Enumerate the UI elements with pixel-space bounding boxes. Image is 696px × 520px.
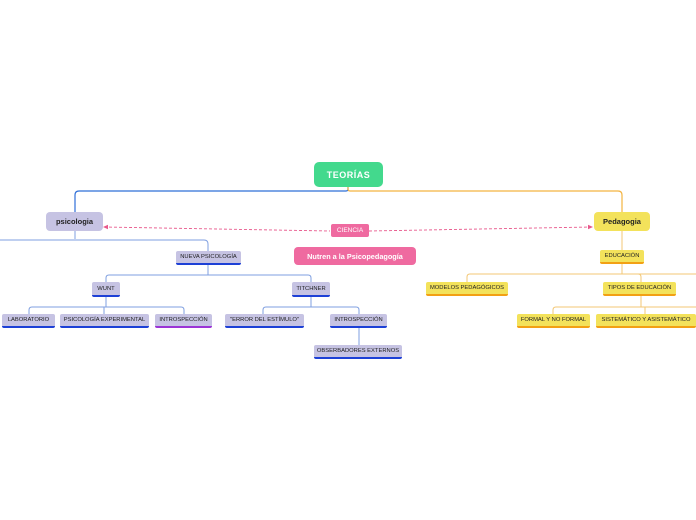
node-pedagogia[interactable]: Pedagogia (594, 212, 650, 231)
node-educacion[interactable]: EDUCACIÓN (600, 250, 644, 264)
root-label: TEORÍAS (326, 169, 371, 180)
node-introspeccion-titchner[interactable]: INTROSPECCIÓN (330, 314, 387, 328)
node-titchner[interactable]: TITCHNER (292, 282, 330, 297)
node-pedagogia-label: Pedagogia (603, 217, 641, 226)
node-nueva-psicologia-label: NUEVA PSICOLOGÍA (180, 254, 237, 260)
node-psicologia-experimental-label: PSICOLOGÍA EXPERIMENTAL (63, 317, 146, 323)
node-laboratorio[interactable]: LABORATORIO (2, 314, 55, 328)
node-observadores-externos-label: OBSERBADORES EXTERNOS (316, 348, 400, 354)
link-root-psicologia (74, 187, 349, 212)
node-tipos-de-educacion[interactable]: TIPOS DE EDUCACIÓN (603, 282, 676, 296)
node-observadores-externos[interactable]: OBSERBADORES EXTERNOS (314, 345, 402, 359)
link-wunt-children (28, 297, 185, 314)
node-tipos-de-educacion-label: TIPOS DE EDUCACIÓN (607, 285, 672, 291)
link-titchner-children (262, 297, 360, 314)
node-psicologia[interactable]: psicologia (46, 212, 103, 231)
node-error-del-estimulo[interactable]: "ERROR DEL ESTÍMULO" (225, 314, 304, 328)
node-formal-y-no-formal[interactable]: FORMAL Y NO FORMAL (517, 314, 590, 328)
floating-topic-label: Nutren a la Psicopedagogía (307, 251, 403, 261)
node-titchner-label: TITCHNER (296, 285, 326, 292)
node-educacion-label: EDUCACIÓN (604, 253, 640, 259)
link-tipos-children (552, 296, 696, 314)
node-sistematico-y-asistematico-label: SISTEMÁTICO Y ASISTEMÁTICO (601, 317, 691, 323)
relationship-arrow-right (588, 224, 593, 230)
node-wunt[interactable]: WUNT (92, 282, 120, 297)
node-psicologia-label: psicologia (55, 217, 94, 226)
node-modelos-pedagogicos-label: MODELOS PEDAGÓGICOS (429, 285, 505, 291)
root-node-teorias[interactable]: TEORÍAS (314, 162, 383, 187)
node-error-del-estimulo-label: "ERROR DEL ESTÍMULO" (230, 317, 299, 323)
link-psicologia-children (0, 230, 209, 251)
link-nueva-split (105, 265, 312, 282)
node-sistematico-y-asistematico[interactable]: SISTEMÁTICO Y ASISTEMÁTICO (596, 314, 696, 328)
node-modelos-pedagogicos[interactable]: MODELOS PEDAGÓGICOS (426, 282, 508, 296)
node-introspeccion-wunt-label: INTROSPECCIÓN (159, 317, 208, 323)
link-educacion-split (466, 264, 696, 282)
node-introspeccion-wunt[interactable]: INTROSPECCIÓN (155, 314, 212, 328)
relationship-label-ciencia[interactable]: CIENCIA (331, 224, 369, 237)
node-nueva-psicologia[interactable]: NUEVA PSICOLOGÍA (176, 251, 241, 265)
relationship-line (103, 226, 593, 232)
node-wunt-label: WUNT (97, 285, 115, 292)
node-introspeccion-titchner-label: INTROSPECCIÓN (334, 317, 383, 323)
link-root-pedagogia (347, 187, 623, 212)
floating-topic-psicopedagogia[interactable]: Nutren a la Psicopedagogía (294, 247, 416, 265)
node-formal-y-no-formal-label: FORMAL Y NO FORMAL (520, 317, 587, 323)
relationship-arrow-left (103, 224, 108, 230)
node-laboratorio-label: LABORATORIO (7, 317, 50, 323)
relationship-label-text: CIENCIA (336, 227, 364, 234)
node-psicologia-experimental[interactable]: PSICOLOGÍA EXPERIMENTAL (60, 314, 149, 328)
